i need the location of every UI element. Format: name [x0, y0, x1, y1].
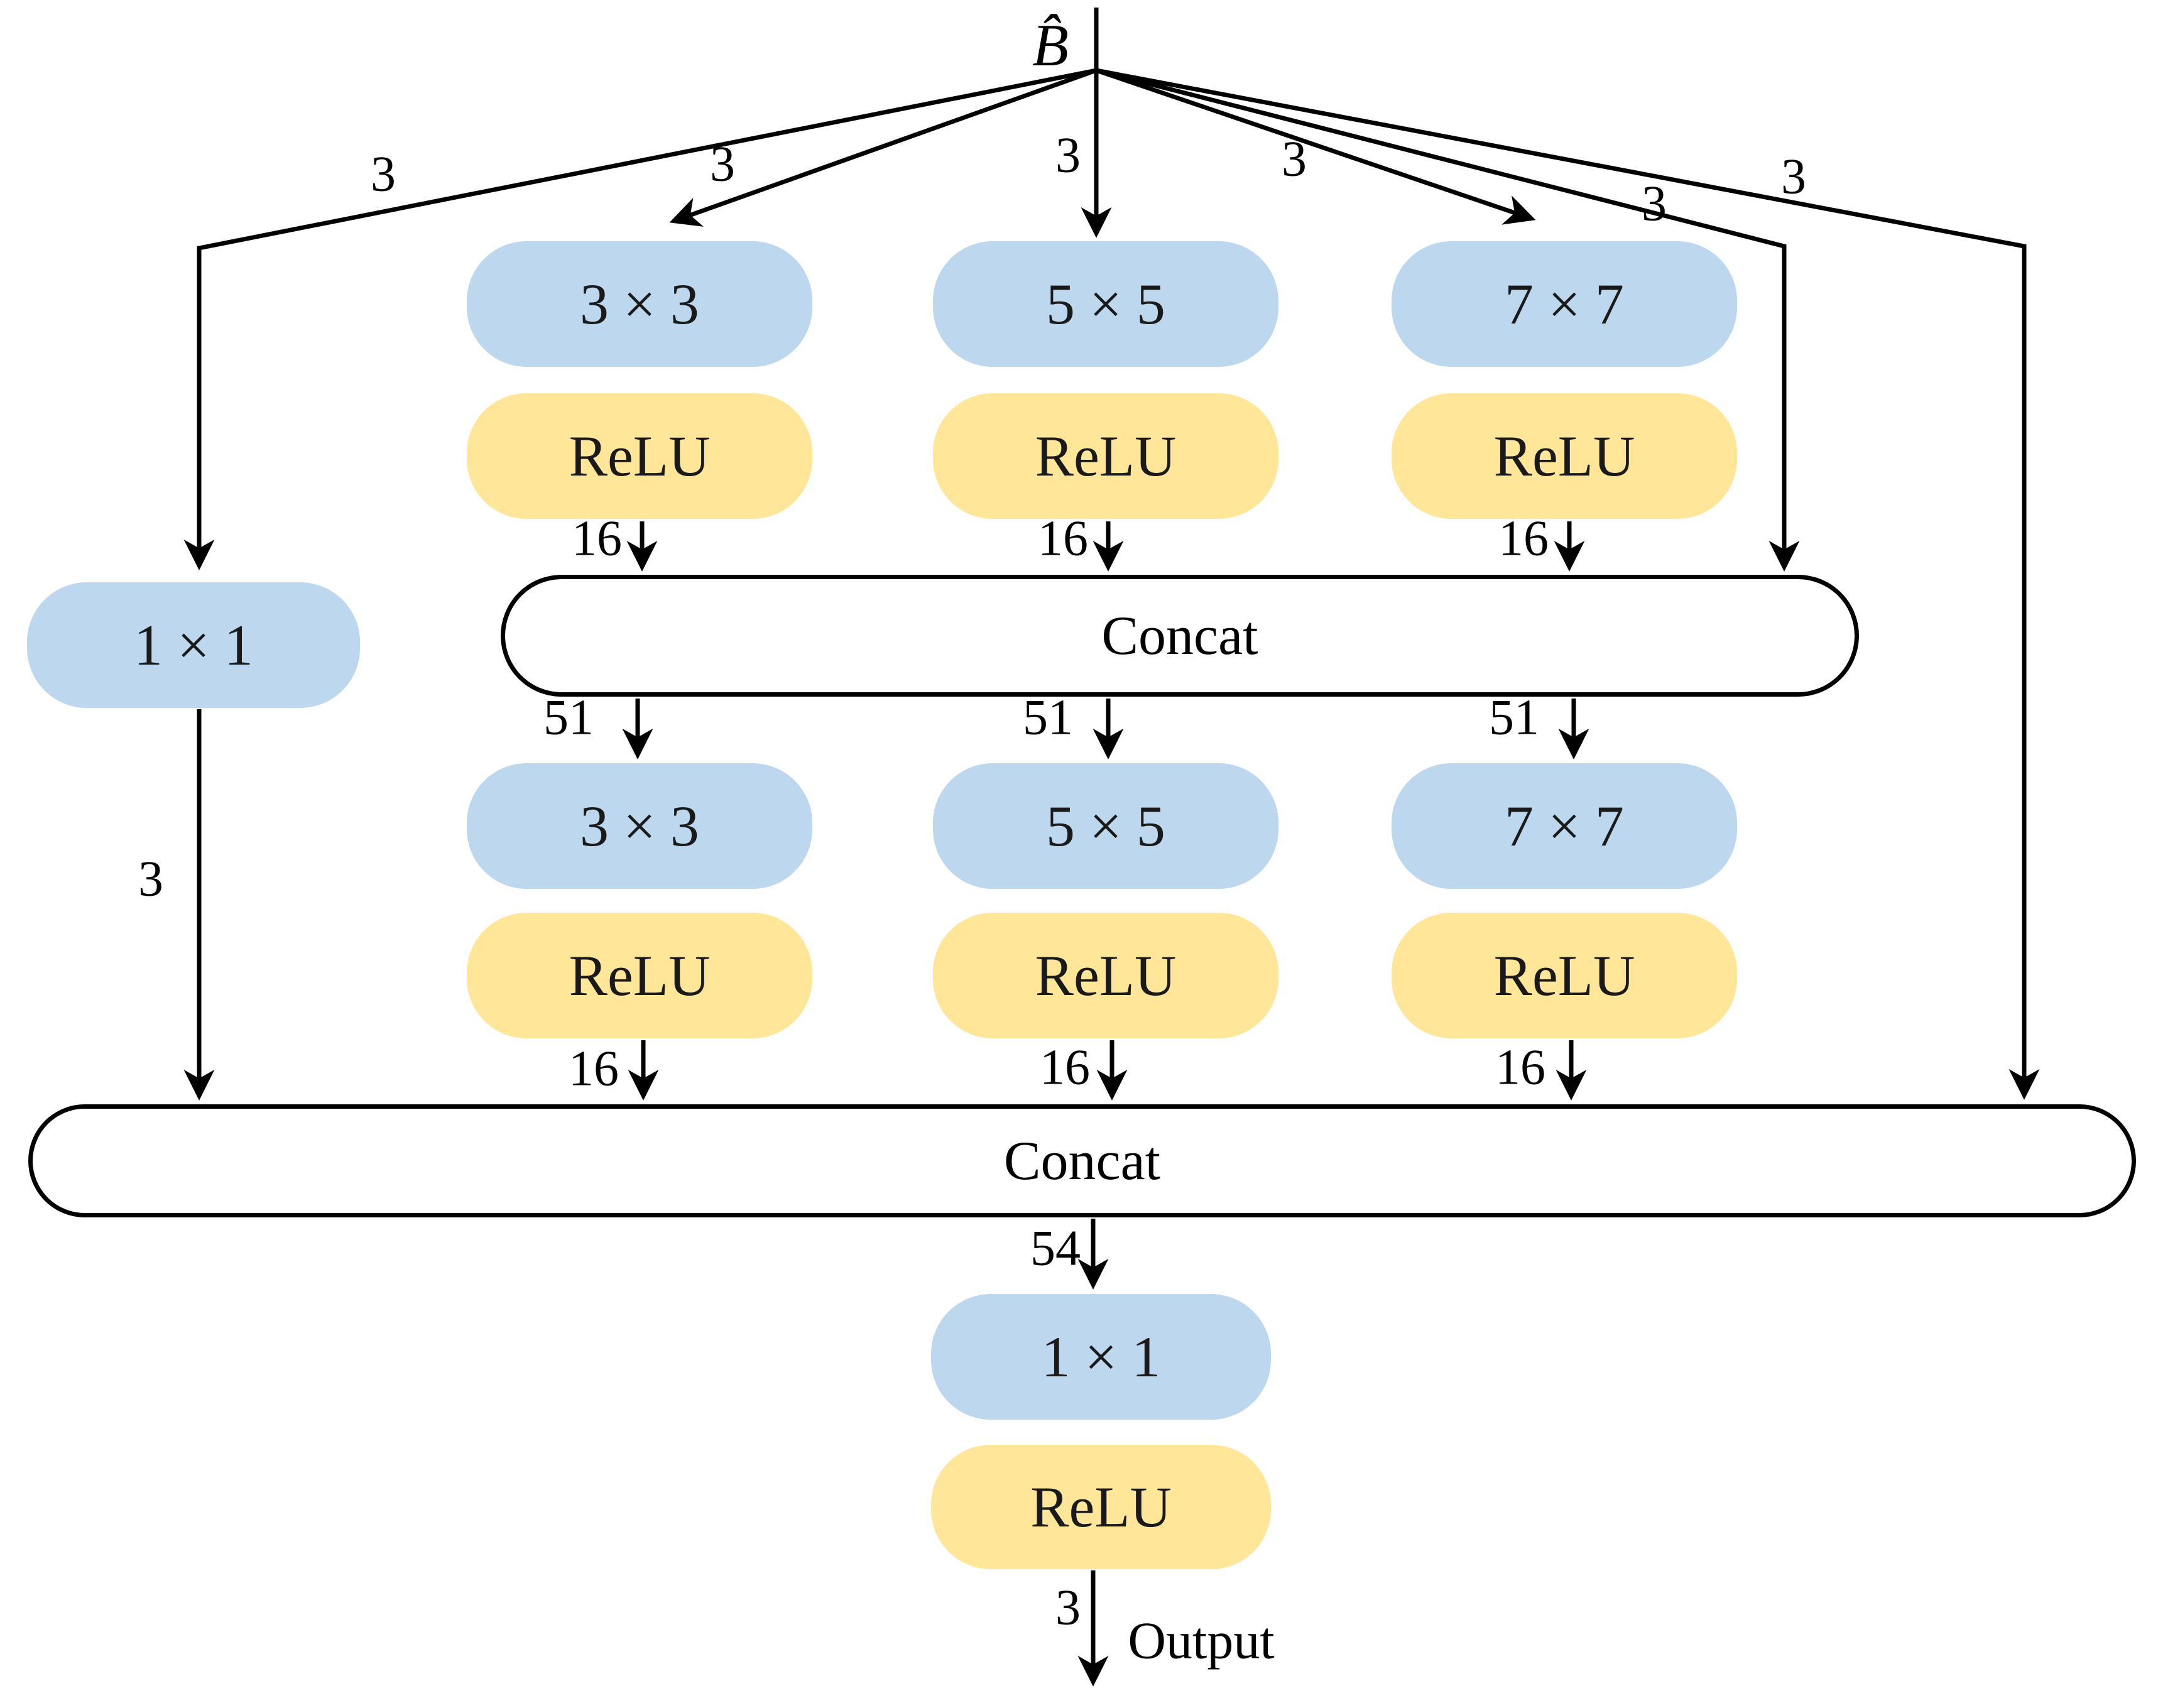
conv7x7-block-2: 7 × 7 — [1392, 763, 1737, 889]
relu-out-block: ReLU — [931, 1445, 1271, 1569]
relu-block-2c: ReLU — [1392, 913, 1737, 1038]
edge-label-input-ch-left-skip: 3 — [371, 146, 396, 202]
conv5x5-block-2: 5 × 5 — [933, 763, 1278, 889]
concat1-block: Concat — [501, 575, 1859, 697]
edge-label-16-b1: 16 — [1038, 511, 1088, 567]
conv5x5-block-1: 5 × 5 — [933, 241, 1278, 367]
edge-label-input-ch-skip-concat2: 3 — [1781, 149, 1806, 205]
output-label: Output — [1128, 1611, 1275, 1670]
edge-input-to-conv1x1-left — [183, 68, 1097, 570]
edge-label-input-ch-7x7: 3 — [1282, 131, 1307, 187]
edge-label-16-b2: 16 — [1040, 1040, 1090, 1096]
edge-label-input-ch-5x5: 3 — [1055, 128, 1081, 183]
relu-block-1c: ReLU — [1392, 393, 1737, 519]
edge-label-54: 54 — [1030, 1221, 1081, 1276]
conv1x1-out-block: 1 × 1 — [931, 1294, 1271, 1420]
edge-input-to-conv3x3 — [669, 68, 1098, 227]
edge-label-input-ch-skip-concat1: 3 — [1642, 176, 1667, 232]
relu-block-2a: ReLU — [467, 913, 812, 1038]
edge-label-16-c2: 16 — [1495, 1040, 1545, 1096]
conv7x7-block-1: 7 × 7 — [1392, 241, 1737, 367]
edge-label-51-c: 51 — [1489, 690, 1539, 746]
conv3x3-block-1: 3 × 3 — [467, 241, 812, 367]
relu-block-2b: ReLU — [933, 913, 1278, 1038]
edge-label-51-a: 51 — [543, 690, 594, 746]
edge-input-skip-to-concat1 — [1096, 68, 1800, 572]
edge-label-conv1x1-left-out-ch: 3 — [138, 851, 163, 907]
relu-block-1a: ReLU — [467, 393, 812, 519]
input-label: B̂ — [1032, 12, 1069, 79]
conv3x3-block-2: 3 × 3 — [467, 763, 812, 889]
edge-input-skip-to-concat2 — [1096, 68, 2040, 1100]
relu-block-1b: ReLU — [933, 393, 1278, 519]
edge-input-to-conv7x7 — [1095, 68, 1536, 225]
edge-label-16-c1: 16 — [1498, 511, 1549, 567]
edge-label-16-a2: 16 — [569, 1041, 619, 1097]
edge-label-input-ch-3x3: 3 — [710, 136, 735, 192]
concat2-block: Concat — [28, 1104, 2136, 1217]
edge-label-51-b: 51 — [1023, 690, 1073, 746]
edge-label-output-ch: 3 — [1055, 1580, 1081, 1636]
conv1x1-left-block: 1 × 1 — [27, 582, 360, 708]
edge-label-16-a1: 16 — [572, 511, 622, 567]
